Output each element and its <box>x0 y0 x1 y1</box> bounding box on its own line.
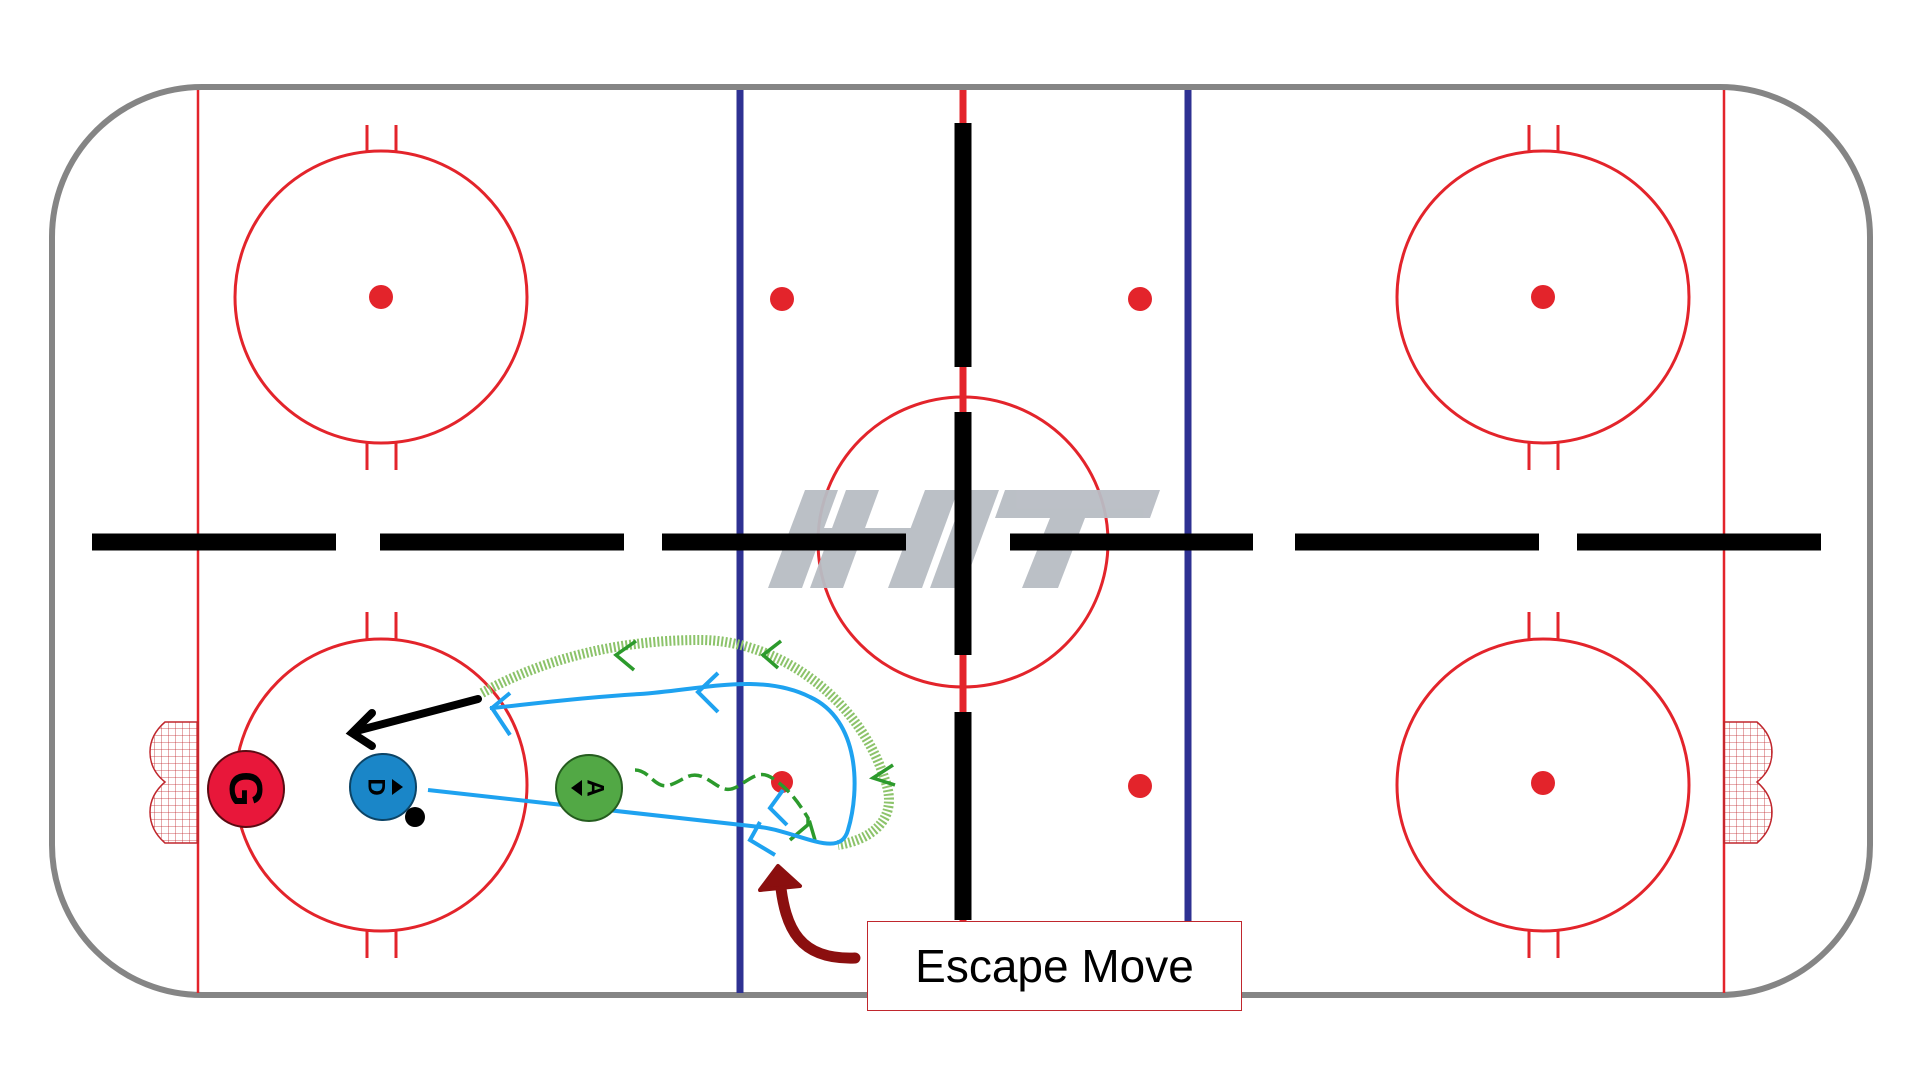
callout-arrow <box>758 864 861 964</box>
attacker-skate-path <box>479 634 894 850</box>
defender-skate-path <box>427 682 857 846</box>
escape-move-callout: Escape Move <box>867 921 1242 1011</box>
faceoff-circle-top-right <box>1395 125 1691 470</box>
faceoff-circle-bottom-right <box>1395 612 1691 958</box>
attacker-puck-carry-path <box>634 768 810 830</box>
faceoff-circle-top-left <box>233 125 529 470</box>
pass-arrow <box>345 695 482 750</box>
puck <box>405 807 425 827</box>
attacker-marker: A <box>555 754 623 822</box>
attacker-label: A <box>582 779 609 796</box>
goalie-marker: G <box>207 750 285 828</box>
defender-skate-arrowheads <box>489 671 789 857</box>
callout-label: Escape Move <box>915 940 1194 992</box>
goalie-label: G <box>220 771 272 807</box>
right-net <box>1723 721 1773 844</box>
faceoff-dots <box>369 285 1555 798</box>
left-net <box>149 721 199 844</box>
defender-label: D <box>363 778 390 795</box>
defender-marker: D <box>349 753 425 827</box>
